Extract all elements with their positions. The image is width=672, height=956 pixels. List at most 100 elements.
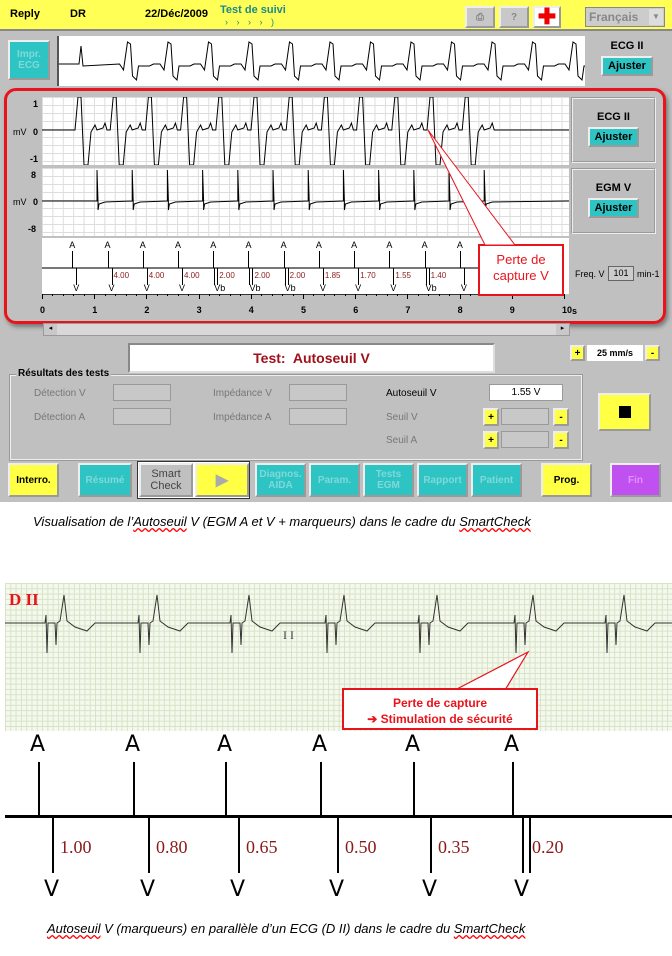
ventricular-marker-line	[238, 817, 240, 873]
atrial-marker-label: A	[245, 240, 252, 250]
atrial-marker-line	[354, 251, 356, 268]
help-button[interactable]: ?	[499, 6, 529, 28]
threshold-value: 1.85	[324, 271, 341, 280]
time-minor-tick	[292, 294, 294, 296]
ecg-trace	[42, 96, 569, 166]
ecg-overview-strip	[57, 36, 585, 86]
smartcheck-button[interactable]: Smart Check	[139, 463, 193, 497]
prog-button[interactable]: Prog.	[541, 463, 592, 497]
time-minor-tick	[470, 294, 472, 296]
time-minor-tick	[177, 294, 179, 296]
seuil-v-label: Seuil V	[386, 412, 418, 423]
atrial-marker-label: A	[30, 732, 46, 757]
time-minor-tick	[209, 294, 211, 296]
rapport-button[interactable]: Rapport	[417, 463, 468, 497]
stop-button[interactable]	[598, 393, 651, 431]
time-tick	[94, 294, 96, 299]
ventricular-marker-label: V	[108, 283, 115, 293]
time-tick-label: 8	[457, 305, 463, 315]
scroll-right-icon[interactable]: ▸	[556, 324, 569, 335]
device-name: Reply	[10, 8, 40, 20]
patient-button[interactable]: Patient	[471, 463, 522, 497]
print-button[interactable]: ⎙	[465, 6, 495, 28]
ecg-adjust-button[interactable]: Ajuster	[587, 127, 640, 147]
time-minor-tick	[83, 294, 85, 296]
egm-adjust-button[interactable]: Ajuster	[587, 198, 640, 218]
time-tick-label: 7	[405, 305, 411, 315]
stop-icon	[618, 406, 631, 418]
horizontal-scrollbar[interactable]: ◂ ▸	[43, 323, 570, 336]
time-minor-tick	[417, 294, 419, 296]
atrial-marker-label: A	[315, 240, 322, 250]
atrial-marker-line	[424, 251, 426, 268]
time-minor-tick	[240, 294, 242, 296]
safety-pacing-callout: Perte de capture➔ Stimulation de sécurit…	[342, 688, 538, 730]
tests-egm-button[interactable]: Tests EGM	[363, 463, 414, 497]
chevron-down-icon[interactable]: ▼	[649, 9, 663, 25]
atrial-marker-label: A	[386, 240, 393, 250]
egm-tick: 0	[33, 197, 39, 207]
impedance-a-label: Impédance A	[213, 412, 272, 423]
atrial-marker-line	[38, 762, 40, 816]
ventricular-marker-label: V	[355, 283, 362, 293]
waveform-path	[59, 41, 585, 82]
callout-pointer	[427, 129, 517, 246]
ventricular-marker-line	[425, 268, 427, 285]
seuil-v-minus-button[interactable]: -	[553, 408, 569, 426]
emergency-button[interactable]: ✚	[533, 4, 561, 29]
threshold-value: 0.80	[156, 837, 188, 857]
loss-of-capture-callout: Perte de capture V	[478, 244, 564, 296]
seuil-v-plus-button[interactable]: +	[483, 408, 499, 426]
egm-tick: -8	[28, 224, 37, 234]
time-tick	[564, 294, 565, 299]
time-tick	[42, 294, 43, 299]
speed-minus-button[interactable]: -	[645, 345, 660, 361]
speed-plus-button[interactable]: +	[570, 345, 585, 361]
waveform-path	[42, 96, 569, 166]
atrial-marker-label: A	[351, 240, 358, 250]
atrial-marker-line	[248, 251, 250, 268]
print-ecg-button[interactable]: Impr. ECG	[8, 40, 50, 80]
egm-lead-panel: EGM V Ajuster	[571, 168, 656, 234]
printer-icon: ⎙	[476, 11, 484, 23]
threshold-value: 0.65	[246, 837, 278, 857]
resume-button[interactable]: Résumé	[78, 463, 132, 497]
results-legend: Résultats des tests	[16, 368, 112, 379]
seuil-a-minus-button[interactable]: -	[553, 431, 569, 449]
egm-lead-label: EGM V	[595, 182, 632, 194]
atrial-marker-line	[318, 251, 320, 268]
test-title: Test: Autoseuil V	[128, 343, 495, 373]
strip-adjust-button[interactable]: Ajuster	[601, 56, 653, 76]
diagnos-button[interactable]: Diagnos. AIDA	[255, 463, 306, 497]
freq-unit: min-1	[637, 269, 660, 279]
play-button[interactable]: ▶	[195, 463, 249, 497]
ecg-tick: 0	[33, 127, 39, 137]
time-minor-tick	[438, 294, 440, 296]
top-bar: Reply DR 22/Déc/2009 Test de suivi › › ›…	[0, 0, 672, 31]
ventricular-marker-line	[287, 268, 289, 285]
time-minor-tick	[386, 294, 388, 296]
interro-button[interactable]: Interro.	[8, 463, 59, 497]
threshold-value: 1.55	[395, 271, 411, 280]
ventricular-marker-line	[522, 817, 524, 873]
language-select[interactable]: Français ▼	[585, 7, 665, 27]
ventricular-marker-line	[529, 817, 531, 873]
ventricular-marker-line	[428, 268, 430, 285]
session-mode: Test de suivi	[220, 4, 286, 16]
time-minor-tick	[449, 294, 451, 296]
threshold-value: 0.20	[532, 837, 564, 857]
programmer-window: Reply DR 22/Déc/2009 Test de suivi › › ›…	[0, 0, 672, 502]
freq-label: Freq. V	[575, 269, 605, 279]
waveform-path	[5, 594, 672, 654]
param-button[interactable]: Param.	[309, 463, 360, 497]
marker2-baseline	[5, 815, 672, 818]
seuil-a-plus-button[interactable]: +	[483, 431, 499, 449]
time-tick-label: 2	[144, 305, 150, 315]
detection-a-label: Détection A	[34, 412, 86, 423]
language-value: Français	[589, 10, 639, 24]
time-unit: s	[572, 306, 578, 316]
fin-button[interactable]: Fin	[610, 463, 661, 497]
scroll-left-icon[interactable]: ◂	[44, 324, 57, 335]
time-tick	[303, 294, 304, 299]
